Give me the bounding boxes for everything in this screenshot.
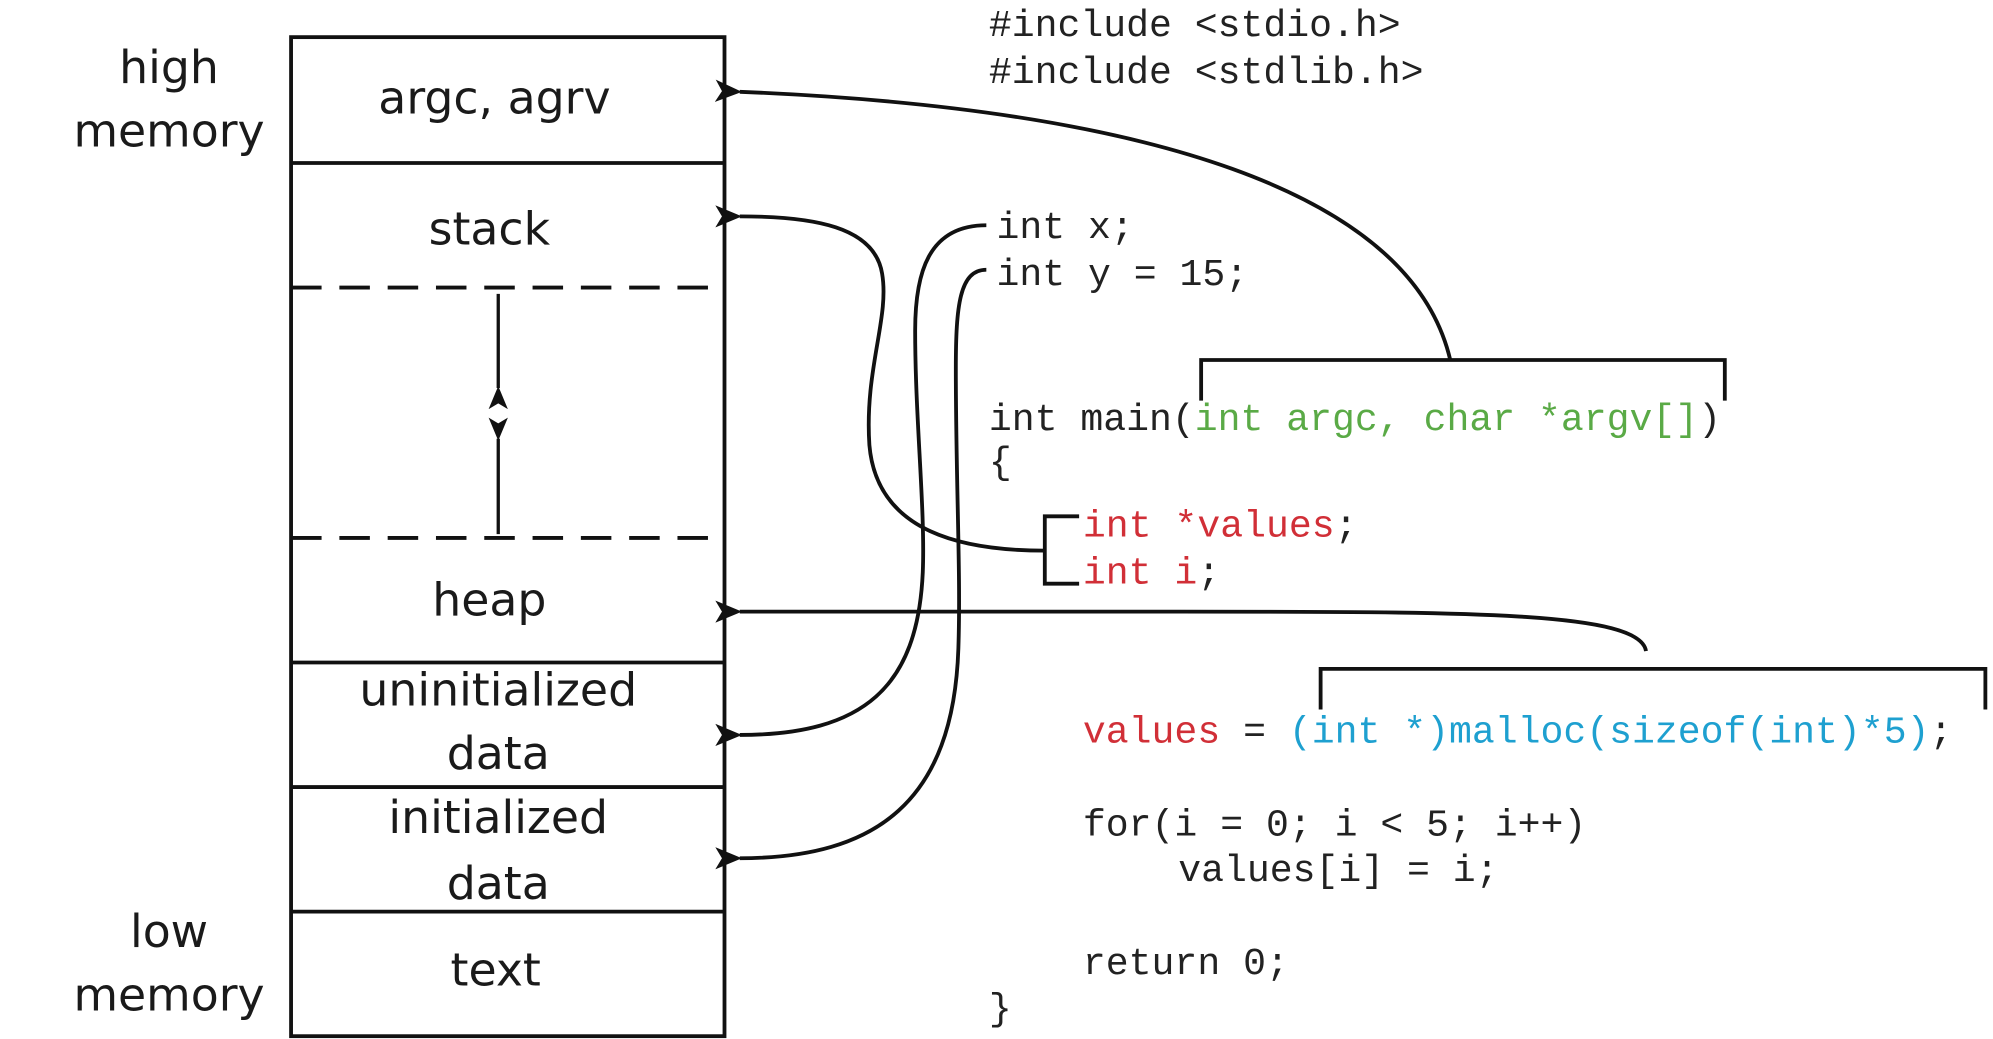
segment-uninitialized-line2: data: [447, 727, 550, 780]
code-decl-values-semi: ;: [1335, 506, 1358, 549]
code-close-brace: }: [989, 989, 1012, 1032]
bracket-malloc: [1318, 666, 1988, 710]
code-int-x: int x;: [997, 207, 1134, 250]
arrow-params-to-argc: [714, 79, 1453, 361]
segment-initialized-line2: data: [447, 857, 550, 910]
segment-text: text: [451, 943, 541, 996]
low-memory-label-line1: low: [130, 905, 208, 958]
code-open-brace: {: [989, 442, 1012, 485]
code-decl-i: int i;: [1083, 553, 1220, 596]
code-include-stdlib: #include <stdlib.h>: [989, 52, 1424, 95]
segment-uninitialized-line1: uninitialized: [359, 664, 637, 717]
code-decl-i-text: int i: [1083, 553, 1197, 596]
arrow-int-x-to-uninitialized: [715, 223, 987, 747]
code-main-signature: int main(int argc, char *argv[]): [989, 399, 1721, 442]
bracket-local-vars: [1042, 514, 1080, 586]
code-include-stdio: #include <stdio.h>: [989, 5, 1401, 48]
code-assign-lhs: values: [1083, 712, 1220, 755]
code-decl-values-text: int *values: [1083, 506, 1335, 549]
arrow-int-y-to-initialized: [715, 267, 987, 870]
low-memory-label-line2: memory: [73, 969, 264, 1022]
code-decl-values: int *values;: [1083, 506, 1358, 549]
high-memory-label-line1: high: [119, 41, 219, 94]
code-int-y: int y = 15;: [997, 254, 1249, 297]
code-for-loop: for(i = 0; i < 5; i++): [1083, 804, 1586, 847]
code-malloc-assignment: values = (int *)malloc(sizeof(int)*5);: [1083, 712, 1952, 755]
segment-heap: heap: [432, 573, 546, 626]
bracket-main-params: [1199, 358, 1727, 401]
segment-argc-argv: argc, agrv: [378, 71, 610, 124]
segment-initialized-line1: initialized: [388, 791, 608, 844]
code-assign-rhs: (int *)malloc(sizeof(int)*5): [1289, 712, 1930, 755]
segment-stack: stack: [429, 202, 551, 255]
code-assign-eq: =: [1220, 712, 1289, 755]
code-main-prefix: int main(: [989, 399, 1195, 442]
code-loop-body: values[i] = i;: [1178, 850, 1498, 893]
code-main-params: int argc, char *argv[]: [1195, 399, 1698, 442]
high-memory-label-line2: memory: [73, 104, 264, 157]
code-decl-i-semi: ;: [1197, 553, 1220, 596]
code-assign-semi: ;: [1929, 712, 1952, 755]
arrow-malloc-to-heap: [715, 600, 1648, 652]
arrow-locals-to-stack: [715, 205, 1045, 553]
code-return: return 0;: [1083, 943, 1289, 986]
code-main-suffix: ): [1698, 399, 1721, 442]
